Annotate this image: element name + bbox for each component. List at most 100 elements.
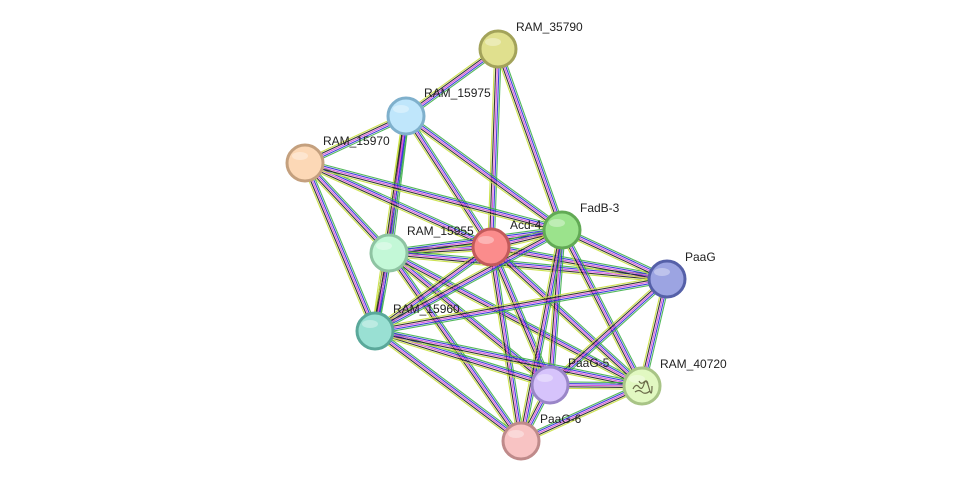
edge-evidence-line xyxy=(389,249,668,277)
edge-RAM_35790-FadB-3[interactable] xyxy=(494,47,566,232)
edge-evidence-line xyxy=(520,384,642,441)
node-label-RAM_15955: RAM_15955 xyxy=(407,224,474,238)
edge-evidence-line xyxy=(551,230,565,386)
node-highlight xyxy=(549,219,565,227)
edge-evidence-line xyxy=(304,163,491,249)
edge-evidence-line xyxy=(304,162,390,254)
edge-evidence-line xyxy=(374,275,667,329)
edge-evidence-line xyxy=(374,278,668,332)
edge-evidence-line xyxy=(522,388,644,445)
edge-evidence-line xyxy=(493,246,525,441)
node-circle[interactable] xyxy=(542,210,582,250)
edge-RAM_15975-Acd-4[interactable] xyxy=(402,113,495,250)
node-PaaG[interactable] xyxy=(647,259,687,299)
edge-evidence-line xyxy=(373,333,550,389)
edge-evidence-line xyxy=(373,331,521,443)
node-circle[interactable] xyxy=(386,96,426,136)
edge-evidence-line xyxy=(564,228,646,385)
node-circle[interactable] xyxy=(369,233,409,273)
node-FadB-3[interactable] xyxy=(542,210,582,250)
edge-evidence-line xyxy=(387,253,642,388)
edge-evidence-line xyxy=(491,245,644,386)
edge-evidence-line xyxy=(376,328,524,439)
edge-RAM_15970-FadB-3[interactable] xyxy=(304,159,563,234)
edge-FadB-3-RAM_40720[interactable] xyxy=(558,228,646,388)
node-highlight xyxy=(537,374,553,382)
edge-evidence-line xyxy=(492,244,645,385)
edge-evidence-line xyxy=(387,255,641,390)
node-circle[interactable] xyxy=(471,227,511,267)
edge-FadB-3-PaaG-6[interactable] xyxy=(517,229,566,442)
edge-evidence-line xyxy=(405,115,563,231)
edge-evidence-line xyxy=(522,230,565,442)
node-circle[interactable] xyxy=(478,29,518,69)
edge-FadB-3-RAM_15960[interactable] xyxy=(373,226,564,335)
edge-evidence-line xyxy=(521,386,643,443)
edge-Acd-4-RAM_40720[interactable] xyxy=(488,244,645,389)
node-RAM_15975[interactable] xyxy=(386,96,426,136)
node-label-PaaG: PaaG xyxy=(685,250,716,264)
edge-evidence-line xyxy=(389,251,644,386)
edge-evidence-line xyxy=(304,162,376,332)
edge-evidence-line xyxy=(493,245,554,384)
edge-RAM_15960-RAM_40720[interactable] xyxy=(374,327,643,390)
edge-evidence-line xyxy=(388,255,667,283)
edge-evidence-line xyxy=(305,159,563,228)
node-highlight xyxy=(478,236,494,244)
node-RAM_15955[interactable] xyxy=(369,233,409,273)
edge-evidence-line xyxy=(406,114,493,247)
node-PaaG-6[interactable] xyxy=(501,421,541,461)
node-circle[interactable] xyxy=(355,311,395,351)
edge-evidence-line xyxy=(495,49,562,231)
node-highlight xyxy=(376,242,392,250)
node-RAM_35790[interactable] xyxy=(478,29,518,69)
node-RAM_15960[interactable] xyxy=(355,311,395,351)
edge-evidence-line xyxy=(375,281,668,335)
edge-evidence-line xyxy=(371,115,404,331)
edge-RAM_15970-Acd-4[interactable] xyxy=(303,159,493,251)
edge-evidence-line xyxy=(374,276,667,330)
edge-evidence-line xyxy=(374,330,522,442)
edge-evidence-line xyxy=(373,226,561,329)
edge-RAM_15975-FadB-3[interactable] xyxy=(403,112,565,234)
node-highlight xyxy=(629,375,645,383)
edge-evidence-line xyxy=(560,230,642,387)
node-circle[interactable] xyxy=(647,259,687,299)
edge-evidence-line xyxy=(487,247,519,442)
node-PaaG-5[interactable] xyxy=(530,365,570,405)
node-label-FadB-3: FadB-3 xyxy=(580,201,620,215)
node-circle[interactable] xyxy=(622,366,662,406)
edge-RAM_15970-RAM_15960[interactable] xyxy=(301,161,379,333)
edge-evidence-line xyxy=(375,328,643,385)
edge-evidence-line xyxy=(491,246,552,385)
edge-evidence-line xyxy=(406,114,564,230)
node-label-PaaG-6: PaaG-6 xyxy=(540,412,582,426)
edge-Acd-4-PaaG-6[interactable] xyxy=(487,246,525,442)
node-Acd-4[interactable] xyxy=(471,227,511,267)
node-label-PaaG-5: PaaG-5 xyxy=(568,356,610,370)
node-label-Acd-4: Acd-4 xyxy=(510,218,542,232)
edge-evidence-line xyxy=(552,230,566,386)
node-circle[interactable] xyxy=(501,421,541,461)
edge-evidence-line xyxy=(305,161,492,247)
node-circle[interactable] xyxy=(530,365,570,405)
node-highlight xyxy=(393,105,409,113)
edge-RAM_15960-PaaG-6[interactable] xyxy=(372,328,524,444)
edge-PaaG-RAM_15960[interactable] xyxy=(374,275,668,335)
edge-evidence-line xyxy=(305,161,391,253)
node-RAM_15970[interactable] xyxy=(285,143,325,183)
edge-PaaG-6-RAM_40720[interactable] xyxy=(519,382,644,445)
node-circle[interactable] xyxy=(285,143,325,183)
edge-RAM_15955-PaaG[interactable] xyxy=(388,249,668,283)
edge-evidence-line xyxy=(305,162,377,331)
node-label-RAM_35790: RAM_35790 xyxy=(516,20,583,34)
edge-evidence-line xyxy=(304,162,492,248)
edge-evidence-line xyxy=(494,49,560,232)
edge-evidence-line xyxy=(304,162,563,231)
node-RAM_40720[interactable] xyxy=(622,366,662,406)
edge-evidence-line xyxy=(304,164,562,233)
edge-evidence-line xyxy=(548,277,667,385)
edge-RAM_15970-RAM_15955[interactable] xyxy=(302,160,392,256)
node-label-RAM_15970: RAM_15970 xyxy=(323,134,390,148)
